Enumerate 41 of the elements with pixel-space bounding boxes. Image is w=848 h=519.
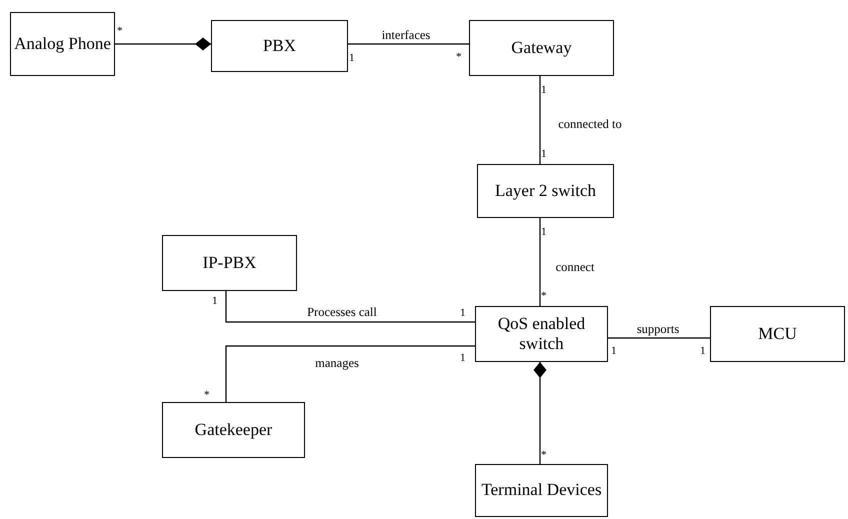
class-name: Gatekeeper bbox=[194, 420, 272, 440]
class-name: IP-PBX bbox=[202, 252, 256, 274]
connector-line bbox=[539, 76, 541, 164]
multiplicity-label: * bbox=[541, 450, 546, 461]
class-name: QoS enabled switch bbox=[496, 314, 586, 354]
connector-line bbox=[608, 337, 710, 339]
class-box bbox=[162, 235, 297, 291]
multiplicity-label: 1 bbox=[700, 346, 706, 357]
multiplicity-label: 1 bbox=[541, 85, 546, 96]
multiplicity-label: 1 bbox=[611, 346, 616, 357]
multiplicity-label: * bbox=[541, 291, 546, 302]
multiplicity-label: * bbox=[204, 390, 210, 401]
connector-line bbox=[534, 362, 546, 464]
multiplicity-label: * bbox=[117, 26, 122, 37]
multiplicity-label: 1 bbox=[460, 308, 466, 319]
class-box bbox=[475, 306, 608, 362]
class-box bbox=[10, 12, 115, 76]
class-name: Layer 2 switch bbox=[494, 180, 596, 202]
class-box bbox=[475, 464, 608, 517]
class-name: Analog Phone bbox=[14, 34, 111, 54]
multiplicity-label: 1 bbox=[349, 53, 354, 64]
multiplicity-label: 1 bbox=[460, 353, 466, 364]
class-box bbox=[211, 20, 348, 72]
multiplicity-label: 1 bbox=[212, 296, 218, 307]
connector-line bbox=[225, 291, 475, 323]
multiplicity-label: 1 bbox=[541, 149, 546, 160]
class-name: Terminal Devices bbox=[481, 480, 602, 501]
class-box bbox=[710, 306, 845, 362]
class-box bbox=[162, 402, 305, 458]
multiplicity-label: * bbox=[456, 52, 462, 63]
connector-line bbox=[539, 218, 541, 306]
multiplicity-label: 1 bbox=[541, 227, 546, 238]
class-box bbox=[477, 164, 614, 218]
class-name: MCU bbox=[758, 324, 797, 344]
class-box bbox=[469, 20, 614, 76]
class-name: PBX bbox=[262, 36, 296, 56]
connector-line bbox=[348, 43, 469, 45]
connector-line bbox=[115, 38, 211, 50]
connector-line bbox=[225, 345, 475, 402]
edge-label: supports bbox=[636, 323, 680, 337]
class-name: Gateway bbox=[511, 38, 572, 58]
